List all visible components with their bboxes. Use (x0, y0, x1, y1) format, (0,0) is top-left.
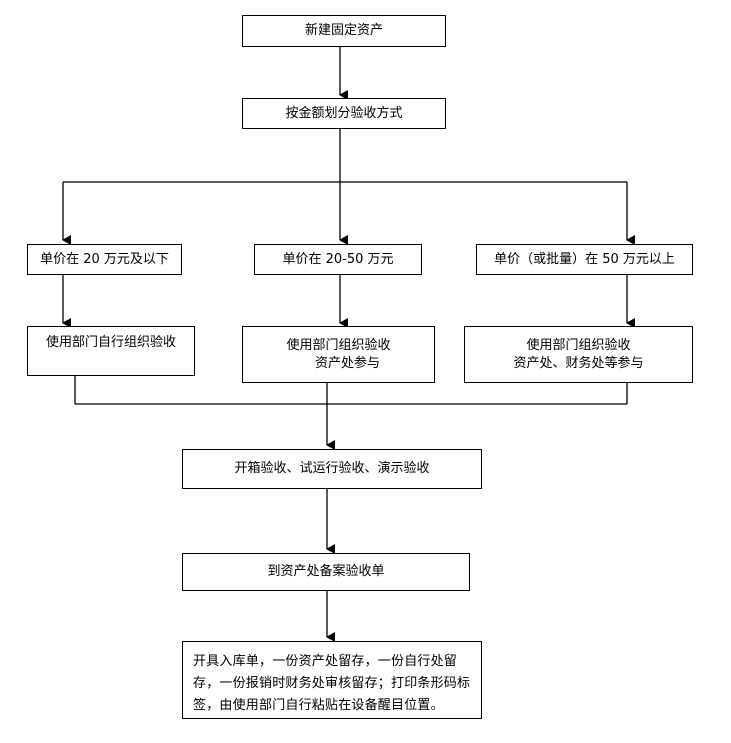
tier2-action-box: 使用部门组织验收 资产处参与 (242, 326, 435, 383)
tier1-condition-label: 单价在 20 万元及以下 (40, 251, 169, 267)
tier2-action-line-2: 资产处参与 (314, 355, 380, 371)
classification-method-label: 按金额划分验收方式 (285, 105, 403, 121)
inspection-box: 开箱验收、试运行验收、演示验收 (182, 449, 482, 489)
start-box: 新建固定资产 (242, 15, 446, 47)
start-label: 新建固定资产 (304, 23, 383, 38)
warehousing-text: 开具入库单，一份资产处留存，一份自行处留存，一份报销时财务处审核留存；打印条形码… (193, 654, 471, 713)
tier2-condition-label: 单价在 20-50 万元 (282, 251, 394, 267)
tier3-condition-label: 单价（或批量）在 50 万元以上 (494, 251, 675, 267)
warehousing-box: 开具入库单，一份资产处留存，一份自行处留存，一份报销时财务处审核留存；打印条形码… (182, 641, 482, 719)
tier2-action-line-1: 使用部门组织验收 (286, 337, 391, 353)
filing-label: 到资产处备案验收单 (267, 564, 385, 579)
tier3-condition-box: 单价（或批量）在 50 万元以上 (476, 244, 693, 275)
classification-method-box: 按金额划分验收方式 (242, 98, 446, 129)
tier1-action-box: 使用部门自行组织验收 (27, 326, 195, 376)
tier2-condition-box: 单价在 20-50 万元 (254, 244, 422, 275)
filing-box: 到资产处备案验收单 (182, 553, 470, 591)
inspection-label: 开箱验收、试运行验收、演示验收 (234, 461, 430, 476)
tier1-action-line-1: 使用部门自行组织验收 (45, 335, 176, 350)
tier1-condition-box: 单价在 20 万元及以下 (27, 244, 182, 275)
tier3-action-line-1: 使用部门组织验收 (526, 337, 631, 353)
tier3-action-line-2: 资产处、财务处等参与 (513, 355, 644, 371)
tier3-action-box: 使用部门组织验收 资产处、财务处等参与 (464, 326, 693, 383)
